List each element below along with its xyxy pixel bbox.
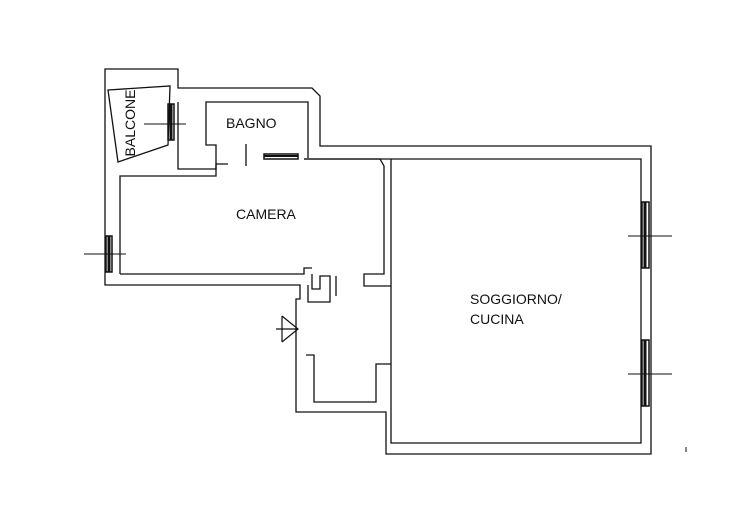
windows	[84, 103, 672, 407]
room-label-balcone: BALCONE	[122, 90, 138, 157]
corridor-wall	[307, 274, 331, 303]
room-label-soggiorno: SOGGIORNO/	[470, 291, 562, 307]
balcone-outline	[107, 85, 171, 163]
door-marks	[245, 144, 337, 296]
walls	[104, 68, 652, 455]
outer-wall	[104, 68, 652, 455]
room-label-bagno: BAGNO	[226, 115, 277, 131]
room-label-camera: CAMERA	[236, 206, 297, 222]
inner-wall-camera-bottom	[120, 267, 312, 275]
partition-camera-soggiorno	[304, 158, 391, 287]
inner-wall-left	[119, 163, 228, 274]
inner-wall-right	[304, 158, 642, 444]
bagno-wall	[177, 101, 309, 170]
entrance-symbol	[276, 315, 299, 343]
corridor-lower	[306, 354, 391, 403]
room-label-cucina: CUCINA	[470, 311, 524, 327]
